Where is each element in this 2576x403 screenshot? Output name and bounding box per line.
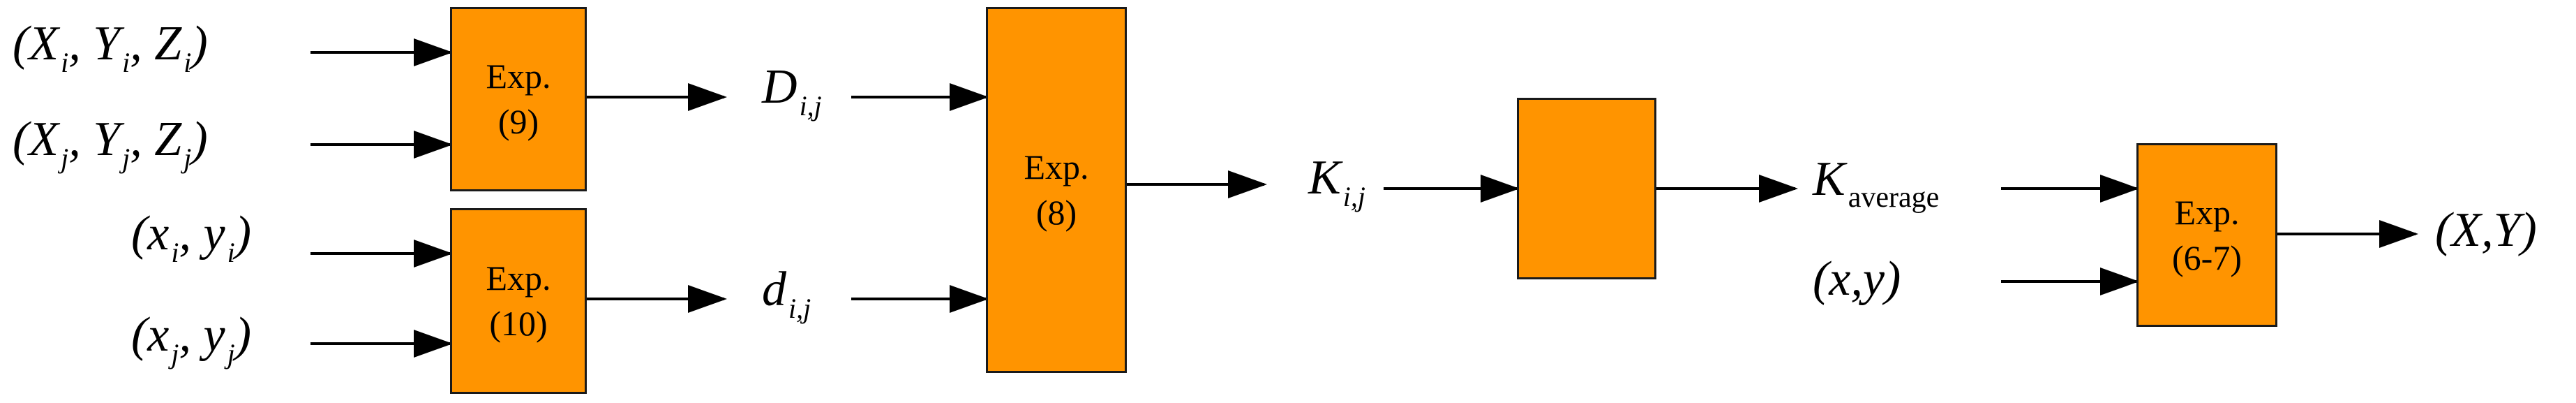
label-D-ij: Di,j — [762, 60, 822, 122]
box-exp-8-line2: (8) — [1035, 193, 1077, 232]
box-exp-9-line2: (9) — [497, 102, 539, 141]
box-exp-9-line1: Exp. — [486, 57, 551, 96]
box-exp-6-7-line1: Exp. — [2174, 192, 2240, 232]
label-image-coords-j: (xj, yj) — [131, 308, 252, 369]
label-K-ij: Ki,j — [1308, 151, 1365, 212]
box-averaging — [1517, 98, 1656, 279]
label-world-coords-j: (Xj, Yj, Zj) — [13, 112, 208, 174]
box-exp-10-line1: Exp. — [486, 258, 551, 298]
box-exp-6-7: Exp. (6-7) — [2136, 143, 2277, 327]
label-output-XY: (X,Y) — [2435, 203, 2537, 257]
label-world-coords-i: (Xi, Yi, Zi) — [13, 17, 208, 78]
label-K-average: Kaverage — [1813, 152, 1940, 214]
box-exp-8: Exp. (8) — [986, 7, 1127, 373]
box-exp-6-7-line2: (6-7) — [2172, 237, 2242, 277]
box-exp-8-line1: Exp. — [1024, 147, 1089, 186]
box-exp-10: Exp. (10) — [450, 208, 587, 394]
box-exp-10-line2: (10) — [489, 304, 548, 343]
label-image-xy: (x,y) — [1813, 252, 1901, 306]
label-d-ij: di,j — [762, 263, 811, 324]
label-image-coords-i: (xi, yi) — [131, 207, 252, 268]
box-exp-9: Exp. (9) — [450, 7, 587, 191]
